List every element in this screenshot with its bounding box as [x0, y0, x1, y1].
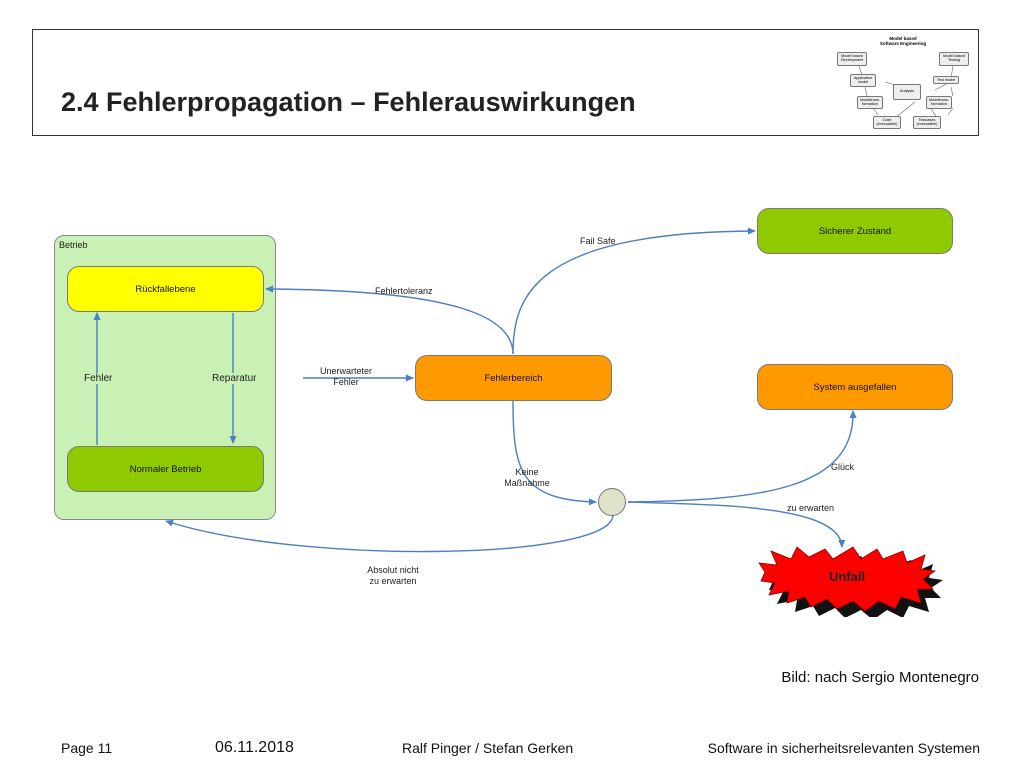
mini-box-analysis: Analysis: [893, 84, 921, 100]
arrow-zu-erwarten: [627, 501, 846, 548]
mini-box-modeltransformation-left: Modeltrans-formation: [857, 96, 883, 109]
mini-box-test-model: Test model: [933, 76, 959, 84]
edge-label-unerwarteter-fehler-line2: Fehler: [333, 377, 359, 387]
edge-label-unerwarteter-fehler: Unerwarteter Fehler: [313, 366, 379, 388]
header-frame: 2.4 Fehlerpropagation – Fehlerauswirkung…: [32, 29, 979, 136]
mini-box-app-model: Application model: [850, 74, 876, 87]
mini-box-modeltransformation-right: Modeltrans-formation: [926, 96, 952, 109]
mini-mbse-diagram: Model based Software Engineering Model b…: [833, 36, 973, 132]
footer-date: 06.11.2018: [215, 739, 294, 756]
image-caption: Bild: nach Sergio Montenegro: [781, 669, 979, 686]
edge-label-reparatur: Reparatur: [211, 373, 258, 384]
edge-label-keine-massnahme-line1: Keine: [515, 467, 539, 477]
edge-label-fail-safe: Fail Safe: [580, 236, 616, 246]
mini-box-mbt: Model based Testing: [939, 52, 969, 66]
edge-label-unerwarteter-fehler-line1: Unerwarteter: [319, 366, 373, 376]
unfall-burst-icon: [758, 546, 943, 620]
node-fehlerbereich: Fehlerbereich: [415, 355, 612, 401]
mini-title-line1: Model based: [889, 36, 917, 41]
mini-title: Model based Software Engineering: [833, 36, 973, 46]
node-system-ausgefallen: System ausgefallen: [757, 364, 953, 410]
edge-label-fehlertoleranz: Fehlertoleranz: [375, 286, 433, 296]
mini-box-mbd: Model based Development: [837, 52, 867, 66]
arrow-glueck: [627, 410, 857, 503]
edge-label-absolut-nicht-line1: Absolut nicht: [367, 565, 419, 575]
arrow-absolut-nicht-zu-erwarten: [165, 514, 614, 553]
footer-page: Page 11: [61, 740, 113, 756]
mini-box-code: Code (executable): [873, 116, 901, 129]
node-rueckfallebene: Rückfallebene: [67, 266, 264, 312]
edge-label-absolut-nicht-line2: zu erwarten: [369, 576, 417, 586]
edge-label-fehler: Fehler: [83, 373, 114, 384]
edge-label-keine-massnahme-line2: Maßnahme: [504, 478, 550, 488]
arrow-fail-safe: [512, 227, 756, 355]
footer-authors: Ralf Pinger / Stefan Gerken: [402, 740, 574, 756]
edge-label-zu-erwarten: zu erwarten: [787, 503, 835, 513]
betrieb-group-label: Betrieb: [59, 240, 88, 250]
mini-connectors: [858, 65, 954, 119]
arrow-fehlertoleranz: [265, 285, 514, 355]
mini-title-line2: Software Engineering: [879, 41, 927, 46]
footer-course: Software in sicherheitsrelevanten System…: [707, 740, 980, 756]
node-unfall: Unfall: [757, 545, 943, 620]
node-sicherer-zustand: Sicherer Zustand: [757, 208, 953, 254]
node-normaler-betrieb: Normaler Betrieb: [67, 446, 264, 492]
unfall-label: Unfall: [828, 569, 866, 584]
mini-box-testcases: Testcases (executable): [913, 116, 941, 129]
slide-title: 2.4 Fehlerpropagation – Fehlerauswirkung…: [61, 87, 636, 117]
edge-label-keine-massnahme: Keine Maßnahme: [497, 467, 557, 489]
decision-junction: [598, 488, 626, 516]
edge-label-absolut-nicht-zu-erwarten: Absolut nicht zu erwarten: [358, 565, 428, 587]
arrow-keine-massnahme: [512, 400, 597, 506]
edge-label-glueck: Glück: [831, 462, 855, 472]
